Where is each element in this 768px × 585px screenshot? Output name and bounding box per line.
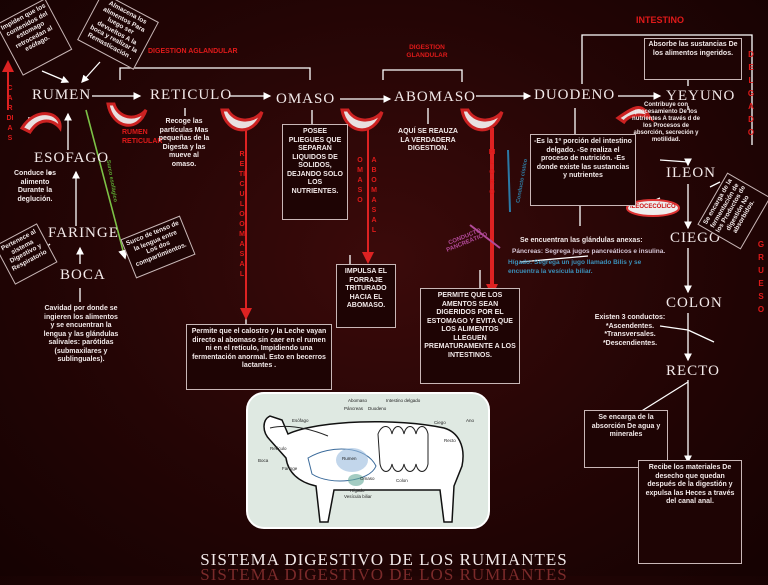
boca-note-box: Cavidad por donde se ingieren los alimen… — [43, 305, 119, 363]
cow-label-omaso: Omaso — [360, 476, 375, 481]
duodeno-note-box: -Es la 1ª porción del intestino delgado.… — [530, 134, 636, 206]
organ-abomaso: ABOMASO — [394, 89, 477, 105]
organ-reticulo: RETICULO — [150, 87, 233, 103]
cow-label-faringe: Faringe — [282, 466, 298, 471]
cow-label-vesicula: Vesícula biliar — [344, 494, 372, 499]
omaso-abomasal-note-box: IMPULSA EL FORRAJE TRITURADO HACIA EL AB… — [336, 264, 396, 328]
delgado-label: DELGADO — [747, 50, 755, 137]
cow-label-reticulo: Retículo — [270, 446, 287, 451]
organ-yeyuno: YEYUNO — [666, 88, 736, 104]
organ-ciego: CIEGO — [670, 230, 721, 246]
organ-colon: COLON — [666, 295, 723, 311]
piloro-label: PILORO — [488, 149, 496, 196]
colon-note: Existen 3 conductos: *Ascendentes. *Tran… — [594, 314, 666, 347]
reticulo-note: Recoge las partículas Mas pequeñas de la… — [158, 118, 210, 168]
intestino-header: INTESTINO — [636, 15, 685, 25]
omaso-abomasal-label-2: ABOMASAL — [371, 157, 377, 234]
footer-title: SISTEMA DIGESTIVO DE LOS RUMIANTES — [200, 550, 568, 569]
yeyuno-note: Contribuye con procesamiento De los nutr… — [632, 102, 700, 143]
colon-absorcion-box: Se encarga de la absorción De agua y min… — [584, 410, 668, 468]
cow-label-intestino: Intestino delgado — [386, 398, 421, 403]
glandulas-note: Se encuentran las glándulas anexas: — [520, 237, 643, 244]
digestion-glandular-header: DIGESTION GLANDULAR — [406, 44, 448, 59]
omaso-note-box: POSEE PLIEGUES QUE SEPARAN LIQUIDOS DE S… — [282, 124, 348, 220]
cardias-label: CARDIAS — [6, 85, 14, 142]
esofago-note: Conduce los alimento Durante la deglució… — [13, 170, 56, 203]
cow-label-esofago: Esófago — [292, 418, 309, 423]
cow-illustration: Rumen Retículo Omaso Abomaso Esófago Boc… — [246, 392, 490, 529]
rumen-reticular-label: RUMEN RETICULAR — [122, 129, 163, 145]
cow-label-abomaso: Abomaso — [348, 398, 368, 403]
higado-note: Hígado: Segrega un jugo llamado Bilis y … — [508, 259, 642, 275]
yeyuno-top-note-box: Absorbe las sustancias De los alimentos … — [644, 38, 742, 80]
abomaso-note: AQUÍ SE REAUZA LA VERDADERA DIGESTION. — [398, 128, 458, 152]
omaso-abomasal-label-1: OMASO — [357, 157, 363, 204]
organ-rumen: RUMEN — [32, 87, 92, 103]
cow-label-ano: Ano — [466, 418, 475, 423]
cow-label-colon: Colon — [396, 478, 408, 483]
reticulo-omasal-note-box: Permite que el calostro y la Leche vayan… — [186, 324, 332, 390]
piloro-note-box: PERMITE QUE LOS AMENTOS SEAN DIGERIDOS P… — [420, 288, 520, 384]
cow-label-recto: Recto — [444, 438, 456, 443]
digestion-aglandular-header: DIGESTION AGLANDULAR — [148, 48, 238, 55]
cow-label-higado: Hígado — [350, 488, 365, 493]
grueso-label: GRUESO — [757, 240, 765, 314]
organ-boca: BOCA — [60, 267, 106, 283]
cow-label-boca: Boca — [258, 458, 269, 463]
organ-recto: RECTO — [666, 363, 720, 379]
pancreas-note: Páncreas: Segrega jugos pancreáticos e i… — [512, 248, 666, 255]
organ-omaso: OMASO — [276, 91, 336, 107]
recto-note-box: Recibe los materiales De desecho que que… — [638, 460, 742, 564]
cow-label-pancreas: Páncreas — [344, 406, 364, 411]
organ-faringe: FARINGE — [48, 225, 119, 241]
cow-label-ciego: Ciego — [434, 420, 446, 425]
ileocecolico-label: ILEOCECÓLICO — [630, 204, 676, 210]
cow-label-rumen: Rumen — [342, 456, 357, 461]
organ-esofago: ESOFAGO — [34, 150, 110, 166]
cow-label-duodeno: Duodeno — [368, 406, 387, 411]
organ-duodeno: DUODENO — [534, 87, 616, 103]
reticulo-omasal-label: RETICULO OMASAL — [238, 151, 246, 278]
organ-ileon: ILEON — [666, 165, 716, 181]
